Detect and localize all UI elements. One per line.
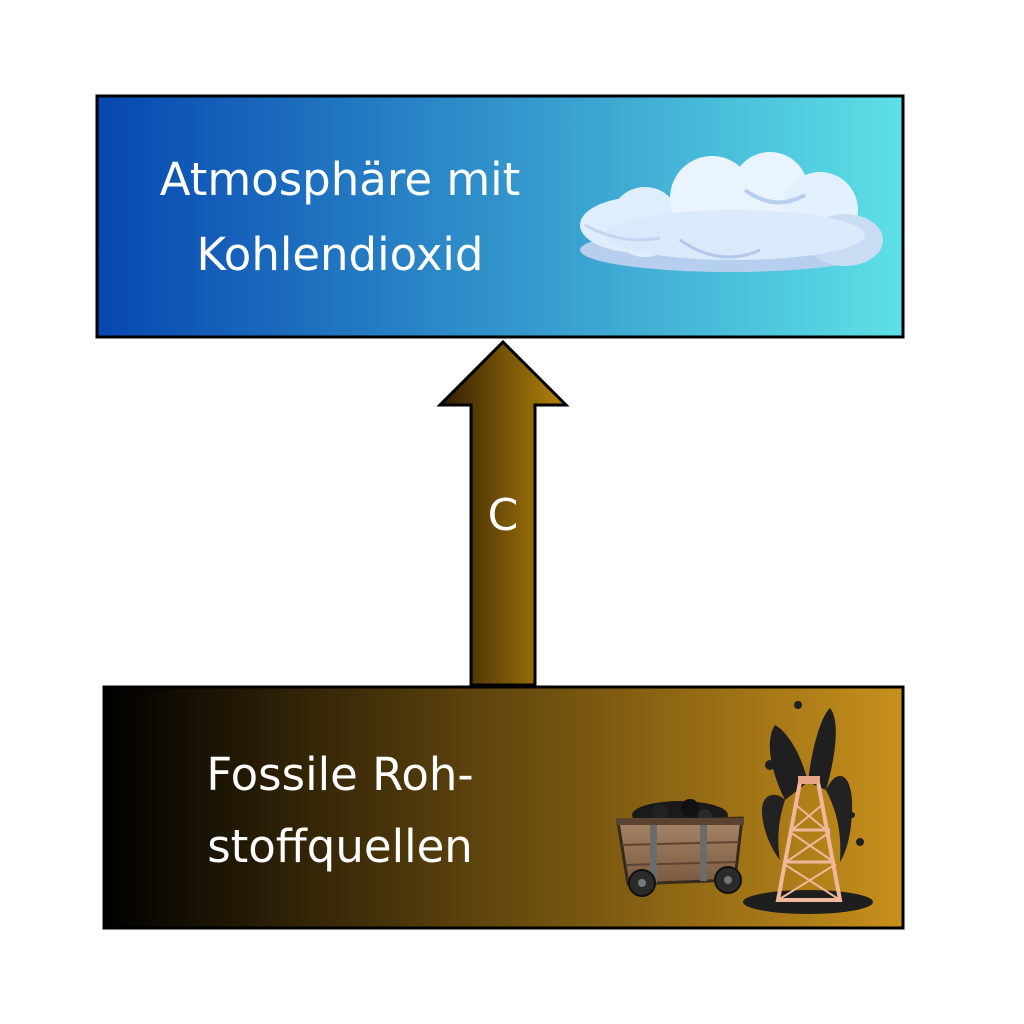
carbon-flow-arrow: C <box>436 339 570 687</box>
fossil-sources-box: Fossile Roh- stoffquellen <box>102 685 905 930</box>
atmosphere-label-line2: Kohlendioxid <box>197 228 484 281</box>
oil-derrick-icon <box>743 701 873 914</box>
atmosphere-label-line1: Atmosphäre mit <box>160 153 521 206</box>
fossil-label-line2: stoffquellen <box>207 820 473 873</box>
fossil-label-line1: Fossile Roh- <box>206 748 473 801</box>
arrow-label-carbon: C <box>488 490 519 541</box>
atmosphere-box: Atmosphäre mit Kohlendioxid <box>95 94 905 339</box>
cloud-icon <box>580 152 883 272</box>
coal-cart-icon <box>616 799 744 897</box>
